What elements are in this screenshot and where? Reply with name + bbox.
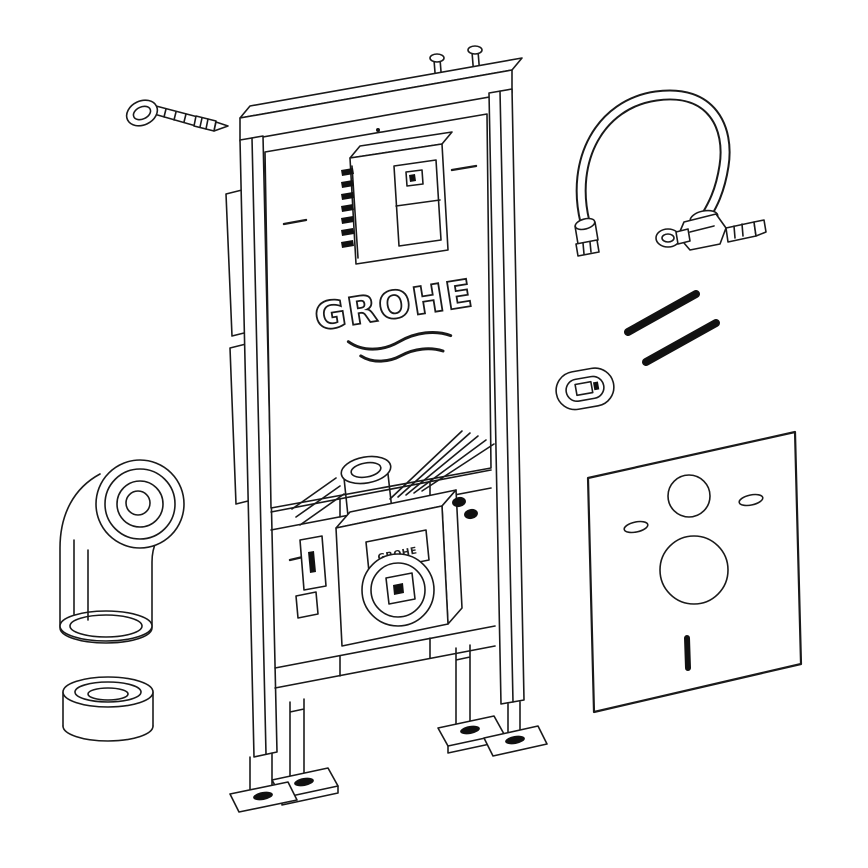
mat-hole-large xyxy=(659,535,729,605)
flush-bend-pipe xyxy=(340,455,393,517)
lower-crossbar xyxy=(274,625,496,689)
frame-feet xyxy=(229,644,548,813)
support-strut-hatching xyxy=(291,430,495,526)
anchor-ring xyxy=(125,99,159,127)
installation-frame: GROHE xyxy=(225,57,548,813)
mat-hole-small xyxy=(667,474,711,518)
flush-pipe-assembly: GROHE xyxy=(295,489,478,647)
hose-outline xyxy=(575,89,731,228)
supply-hose-assembly xyxy=(574,89,767,257)
sound-insulation-mat xyxy=(586,430,803,714)
hose-left-fitting xyxy=(574,217,600,257)
mat-slot-left xyxy=(623,520,649,534)
connector-teeth xyxy=(341,168,354,248)
fixing-clip xyxy=(555,367,615,411)
angle-valve xyxy=(655,209,767,251)
logo-wave-1 xyxy=(346,330,453,351)
flush-actuator-unit xyxy=(341,131,453,265)
mounting-rod-2 xyxy=(642,319,720,366)
mat-slot-right xyxy=(738,493,764,507)
mounting-rods xyxy=(624,290,720,366)
mat-bottom-mark xyxy=(684,635,691,671)
elbow-socket-opening xyxy=(95,459,185,549)
mounting-rod-1 xyxy=(624,290,700,336)
wall-anchor-bolt xyxy=(125,99,229,132)
logo-wave-2 xyxy=(359,347,445,363)
pipe-collar-cap xyxy=(62,676,154,742)
drain-elbow-pipe xyxy=(59,459,185,644)
mat-panel xyxy=(586,430,803,714)
